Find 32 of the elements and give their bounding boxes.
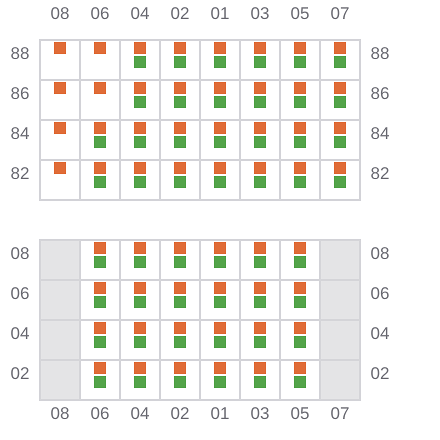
row-label: 84	[10, 124, 30, 144]
column-label: 05	[290, 404, 310, 424]
column-label: 08	[50, 4, 70, 24]
column-label: 05	[290, 4, 310, 24]
column-label: 04	[130, 404, 150, 424]
column-label: 07	[330, 404, 350, 424]
row-label: 82	[10, 164, 30, 184]
column-label: 06	[90, 404, 110, 424]
column-label: 07	[330, 4, 350, 24]
column-label: 06	[90, 4, 110, 24]
row-label: 08	[370, 244, 390, 264]
column-label: 03	[250, 4, 270, 24]
row-label: 06	[10, 284, 30, 304]
row-label: 04	[10, 324, 30, 344]
row-label: 02	[10, 364, 30, 384]
row-label: 08	[10, 244, 30, 264]
row-label: 88	[370, 44, 390, 64]
column-label: 02	[170, 404, 190, 424]
row-label: 02	[370, 364, 390, 384]
column-label: 02	[170, 4, 190, 24]
column-label: 03	[250, 404, 270, 424]
row-label: 86	[10, 84, 30, 104]
row-label: 06	[370, 284, 390, 304]
row-label: 88	[10, 44, 30, 64]
column-label: 01	[210, 4, 230, 24]
column-label: 08	[50, 404, 70, 424]
row-label: 84	[370, 124, 390, 144]
row-label: 86	[370, 84, 390, 104]
column-label: 04	[130, 4, 150, 24]
row-label: 82	[370, 164, 390, 184]
column-label: 01	[210, 404, 230, 424]
row-label: 04	[370, 324, 390, 344]
